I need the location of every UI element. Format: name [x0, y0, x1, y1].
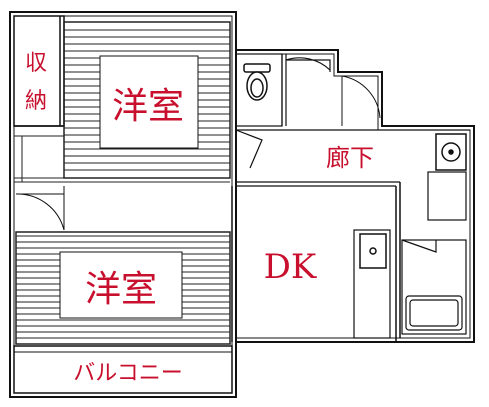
toilet-room	[235, 53, 331, 127]
label-balcony: バルコニー	[73, 361, 183, 386]
walls	[9, 11, 475, 398]
hallway	[235, 129, 470, 187]
upper-room-flooring	[63, 21, 231, 179]
dk-walls	[231, 182, 401, 342]
room-labels: 収 納 洋室 洋室 廊下 DK バルコニー	[25, 51, 374, 386]
label-hallway: 廊下	[326, 144, 374, 172]
inner-wall-right-block	[236, 53, 471, 339]
label-storage-top: 収	[25, 51, 47, 76]
outer-wall-right-block	[236, 49, 475, 343]
label-western-room-upper: 洋室	[112, 86, 184, 127]
washer-space	[427, 171, 467, 221]
bath-unit-icon	[401, 239, 467, 335]
label-dining-kitchen: DK	[264, 247, 317, 287]
toilet-icon	[243, 63, 271, 101]
label-western-room-lower: 洋室	[85, 269, 157, 310]
kitchen-sink-icon	[359, 233, 387, 269]
kitchen-counter	[353, 229, 391, 339]
entrance-door	[341, 75, 381, 126]
lower-room-flooring	[15, 231, 231, 345]
washbasin-icon	[435, 133, 467, 171]
balcony	[13, 345, 233, 394]
label-storage-bottom: 納	[25, 89, 47, 114]
left-corridor-strip	[14, 135, 230, 183]
lower-room-door	[15, 186, 65, 231]
